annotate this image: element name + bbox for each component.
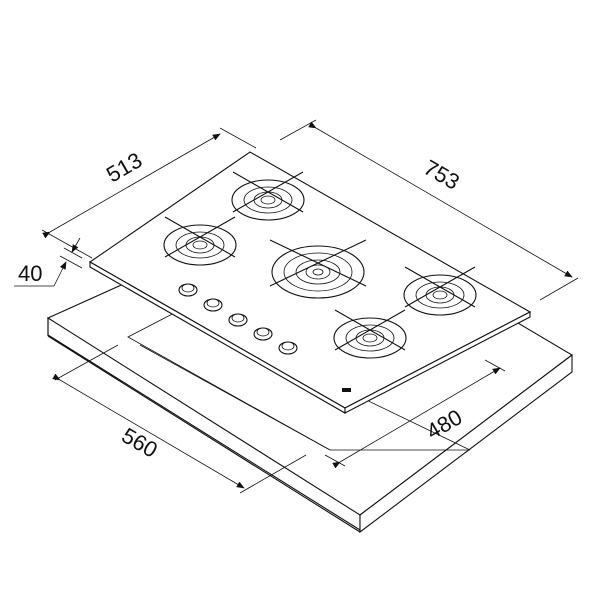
dimension-thickness: 40 [14,237,83,287]
dimension-depth-label: 513 [102,147,146,187]
dimension-width-label: 753 [420,155,464,195]
burner-front-right [333,309,407,359]
dimension-cutout-width-label: 560 [118,423,162,463]
knob-1 [178,283,198,297]
dimension-thickness-label: 40 [18,261,42,286]
knob-2 [203,298,223,312]
brand-logo [342,388,351,392]
knob-3 [228,313,248,327]
control-knobs [178,283,298,355]
knob-4 [253,327,273,341]
knob-5 [278,341,298,355]
burner-back-left [231,171,305,221]
